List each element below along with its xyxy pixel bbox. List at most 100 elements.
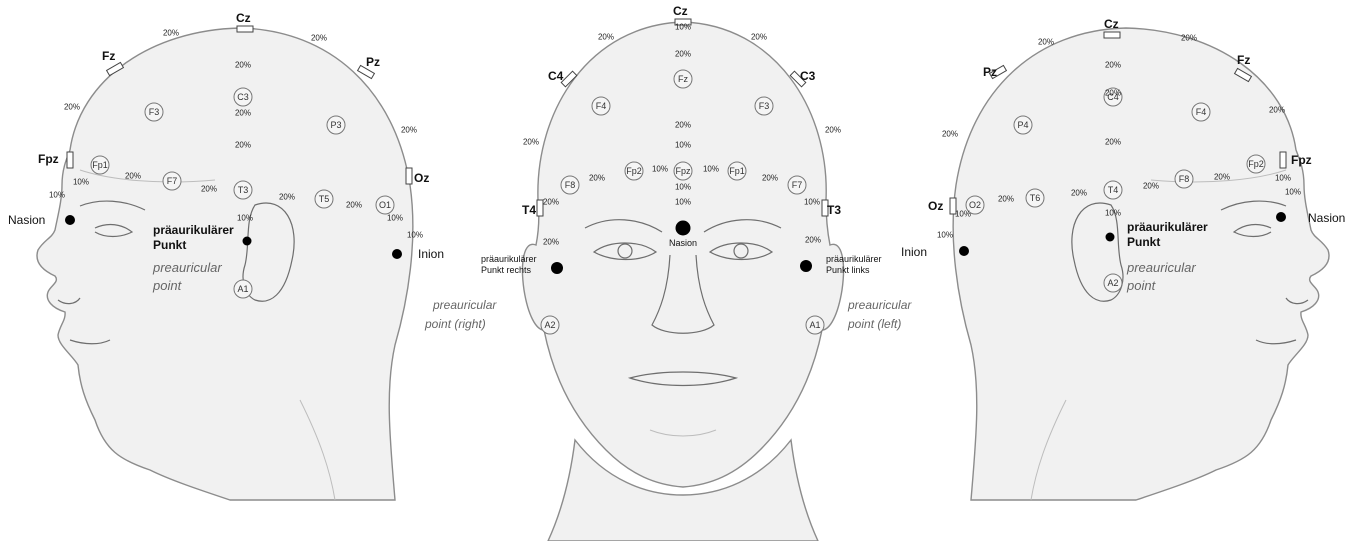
right-preauricular-en-1: preauricular bbox=[1126, 260, 1196, 275]
right-inion-label: Inion bbox=[901, 245, 927, 259]
left-nasion-label: Nasion bbox=[8, 213, 45, 227]
front-preauricular-right-de-1: präaurikulärer bbox=[481, 254, 537, 264]
left-preauricular-de-2: Punkt bbox=[153, 238, 186, 252]
left-electrode-label-t3: T3 bbox=[238, 185, 249, 195]
right-tag-fpz: Fpz bbox=[1291, 153, 1312, 167]
front-percentage-label: 20% bbox=[543, 198, 559, 207]
left-nasion-dot bbox=[65, 215, 75, 225]
front-tag-cz: Cz bbox=[673, 4, 688, 18]
left-percentage-label: 20% bbox=[125, 172, 141, 181]
front-percentage-label: 20% bbox=[675, 121, 691, 130]
right-preauricular-dot bbox=[1106, 233, 1115, 242]
front-percentage-label: 20% bbox=[751, 33, 767, 42]
front-tag-c4: C4 bbox=[548, 69, 564, 83]
right-percentage-label: 20% bbox=[1143, 182, 1159, 191]
front-head-view: Cz C4 C3 T4 T3 FzF4F3Fp2FpzFp1F8F7A2A1 2… bbox=[424, 4, 912, 541]
right-tag-cz: Cz bbox=[1104, 17, 1119, 31]
left-tag-cz: Cz bbox=[236, 11, 251, 25]
left-electrode-label-t5: T5 bbox=[319, 194, 330, 204]
left-electrode-label-c3: C3 bbox=[237, 92, 249, 102]
front-preauricular-right-en-1: preauricular bbox=[432, 298, 497, 312]
left-tag-fpz: Fpz bbox=[38, 152, 59, 166]
front-electrode-label-f7: F7 bbox=[792, 180, 803, 190]
right-pad-cz bbox=[1104, 32, 1120, 38]
front-percentage-label: 10% bbox=[675, 141, 691, 150]
left-preauricular-dot bbox=[243, 237, 252, 246]
front-percentage-label: 20% bbox=[589, 174, 605, 183]
front-preauricular-left-de-1: präaurikulärer bbox=[826, 254, 882, 264]
right-percentage-label: 10% bbox=[1285, 188, 1301, 197]
left-inion-dot bbox=[392, 249, 402, 259]
left-percentage-label: 20% bbox=[401, 126, 417, 135]
left-percentage-label: 20% bbox=[279, 193, 295, 202]
left-electrode-label-fp1: Fp1 bbox=[92, 160, 108, 170]
front-percentage-label: 20% bbox=[805, 236, 821, 245]
left-pad-cz bbox=[237, 26, 253, 32]
left-pad-oz bbox=[406, 168, 412, 184]
left-percentage-label: 20% bbox=[235, 141, 251, 150]
front-electrode-label-f8: F8 bbox=[565, 180, 576, 190]
front-electrode-label-fz: Fz bbox=[678, 74, 688, 84]
front-electrode-label-fp1: Fp1 bbox=[729, 166, 745, 176]
front-percentage-label: 10% bbox=[675, 23, 691, 32]
right-electrode-label-fp2: Fp2 bbox=[1248, 159, 1264, 169]
front-preauricular-left-en-2: point (left) bbox=[847, 317, 901, 331]
left-preauricular-de-1: präaurikulärer bbox=[153, 223, 234, 237]
front-nasion-dot bbox=[676, 221, 691, 236]
front-tag-t4: T4 bbox=[522, 203, 536, 217]
front-preauricular-right-de-2: Punkt rechts bbox=[481, 265, 532, 275]
right-tag-fz: Fz bbox=[1237, 53, 1250, 67]
left-electrode-label-f7: F7 bbox=[167, 176, 178, 186]
front-percentage-label: 10% bbox=[703, 165, 719, 174]
right-preauricular-de-2: Punkt bbox=[1127, 235, 1160, 249]
right-percentage-label: 10% bbox=[1275, 174, 1291, 183]
left-percentage-label: 10% bbox=[73, 178, 89, 187]
front-tag-c3: C3 bbox=[800, 69, 816, 83]
front-percentage-label: 10% bbox=[804, 198, 820, 207]
front-preauricular-right-dot bbox=[551, 262, 563, 274]
front-percentage-label: 10% bbox=[675, 183, 691, 192]
right-preauricular-de-1: präaurikulärer bbox=[1127, 220, 1208, 234]
right-inion-dot bbox=[959, 246, 969, 256]
right-percentage-label: 10% bbox=[955, 210, 971, 219]
left-electrode-label-o1: O1 bbox=[379, 200, 391, 210]
front-electrode-label-fp2: Fp2 bbox=[626, 166, 642, 176]
front-electrode-label-a1: A1 bbox=[809, 320, 820, 330]
front-preauricular-left-de-2: Punkt links bbox=[826, 265, 870, 275]
right-percentage-label: 20% bbox=[1038, 38, 1054, 47]
right-electrode-label-t4: T4 bbox=[1108, 185, 1119, 195]
front-percentage-label: 10% bbox=[675, 198, 691, 207]
right-percentage-label: 10% bbox=[1105, 209, 1121, 218]
left-electrode-label-a1: A1 bbox=[237, 284, 248, 294]
left-pad-fpz bbox=[67, 152, 73, 168]
right-percentage-label: 20% bbox=[998, 195, 1014, 204]
left-electrode-label-p3: P3 bbox=[330, 120, 341, 130]
left-inion-label: Inion bbox=[418, 247, 444, 261]
left-tag-oz: Oz bbox=[414, 171, 429, 185]
front-percentage-label: 20% bbox=[675, 50, 691, 59]
left-percentage-label: 20% bbox=[346, 201, 362, 210]
front-percentage-label: 10% bbox=[652, 165, 668, 174]
left-percentage-label: 20% bbox=[64, 103, 80, 112]
right-tag-pz: Pz bbox=[983, 65, 997, 79]
front-preauricular-right-en-2: point (right) bbox=[424, 317, 486, 331]
right-percentage-label: 20% bbox=[1105, 61, 1121, 70]
right-electrode-label-f8: F8 bbox=[1179, 174, 1190, 184]
right-preauricular-en-2: point bbox=[1126, 278, 1157, 293]
front-preauricular-left-dot bbox=[800, 260, 812, 272]
front-percentage-label: 20% bbox=[523, 138, 539, 147]
front-percentage-label: 20% bbox=[543, 238, 559, 247]
right-nasion-label: Nasion bbox=[1308, 211, 1345, 225]
front-electrode-label-a2: A2 bbox=[544, 320, 555, 330]
front-tag-t3: T3 bbox=[827, 203, 841, 217]
front-percentage-label: 20% bbox=[762, 174, 778, 183]
front-preauricular-left-en-1: preauricular bbox=[847, 298, 912, 312]
front-electrode-label-f4: F4 bbox=[596, 101, 607, 111]
right-electrode-label-a2: A2 bbox=[1107, 278, 1118, 288]
front-head-outline bbox=[523, 22, 844, 487]
left-tag-pz: Pz bbox=[366, 55, 380, 69]
left-percentage-label: 10% bbox=[237, 214, 253, 223]
front-electrode-label-f3: F3 bbox=[759, 101, 770, 111]
right-tag-oz: Oz bbox=[928, 199, 943, 213]
